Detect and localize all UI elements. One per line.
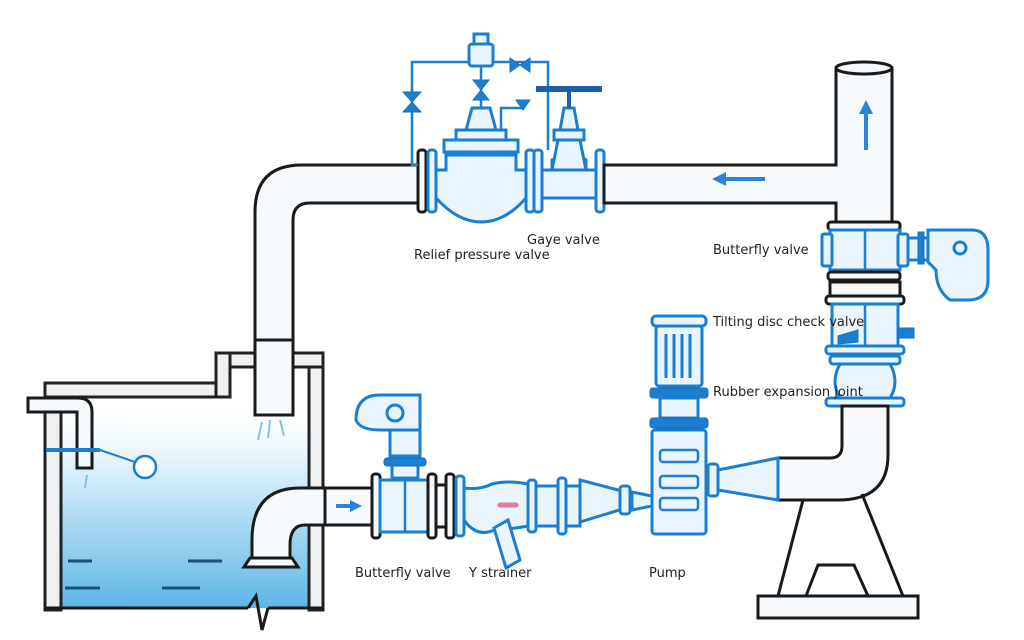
tank-lid <box>43 381 232 399</box>
diagram-shape <box>828 280 902 298</box>
diagram-shape <box>658 396 700 420</box>
strainer-leg <box>492 517 522 571</box>
diagram-shape <box>499 106 522 130</box>
diagram-shape <box>658 448 700 512</box>
diagram-shape <box>350 500 362 512</box>
diagram-shape <box>618 484 632 516</box>
outlet-butterfly-valve <box>820 220 990 302</box>
diagram-shape <box>804 563 870 597</box>
diagram-shape <box>434 153 528 224</box>
diagram-shape <box>534 484 560 528</box>
label-butterfly-valve-inlet: Butterfly valve <box>355 566 451 581</box>
diagram-shape <box>464 106 498 132</box>
diagram-shape <box>279 419 285 437</box>
diagram-shape <box>267 419 271 439</box>
diagram-shape <box>860 493 905 597</box>
inlet-butterfly-valve <box>354 393 438 540</box>
diagram-shape <box>658 496 700 512</box>
rubber-expansion-joint <box>824 354 906 408</box>
diagram-shape <box>917 231 925 265</box>
tank-left-wall <box>43 383 63 612</box>
label-tilting-disc-check-valve: Tilting disc check valve <box>712 315 864 330</box>
diagram-shape <box>716 456 780 502</box>
diagram-shape <box>630 490 654 512</box>
gate-valve <box>532 86 606 214</box>
solenoid-icon <box>467 42 495 68</box>
diagram-shape <box>824 344 906 356</box>
discharge-header-pipe <box>602 66 894 224</box>
water-splash <box>84 419 285 489</box>
suction-bell-mouth <box>241 556 301 569</box>
diagram-shape <box>658 474 700 490</box>
diagram-shape <box>649 417 709 429</box>
diagram-shape <box>519 57 531 73</box>
diagram-shape <box>952 240 968 256</box>
diagram-shape <box>410 60 472 167</box>
diagram-shape <box>509 57 521 73</box>
pump-casing <box>650 428 708 536</box>
flange <box>416 148 428 214</box>
vertical-pump <box>649 314 709 536</box>
diagram-shape <box>442 138 520 154</box>
diagram-shape <box>550 138 588 172</box>
diagram-shape <box>712 172 726 186</box>
motor <box>654 324 704 388</box>
flow-arrow-right-icon <box>336 500 362 512</box>
label-butterfly-valve-outlet: Butterfly valve <box>713 243 809 258</box>
diagram-shape <box>826 270 902 282</box>
relief-pressure-valve <box>401 32 550 224</box>
label-y-strainer: Y strainer <box>468 566 532 581</box>
tilting-disc-check-valve <box>824 280 915 356</box>
actuator-gearbox-icon <box>926 228 990 302</box>
flange <box>444 472 456 540</box>
pipe-support-stand <box>756 493 920 620</box>
riser-opening <box>834 60 894 76</box>
diagram-shape <box>776 499 805 597</box>
diagram-shape <box>837 329 859 345</box>
diagram-shape <box>558 106 580 132</box>
suction-spool <box>564 484 582 528</box>
diagram-shape <box>471 89 491 101</box>
diagram-shape <box>84 474 88 489</box>
diagram-shape <box>385 403 405 423</box>
diagram-shape <box>820 232 834 268</box>
water-level-marks <box>65 559 222 590</box>
diagram-shape <box>472 32 490 46</box>
tank-right-wall <box>307 353 325 612</box>
label-rubber-expansion-joint: Rubber expansion joint <box>713 385 863 400</box>
diagram-shape <box>897 327 915 339</box>
label-pump: Pump <box>649 566 686 581</box>
return-pipe <box>253 163 420 342</box>
diagram-shape <box>383 457 427 467</box>
tank-lid-step <box>214 351 232 399</box>
diagram-shape <box>756 594 920 620</box>
flow-arrow-up-icon <box>859 100 873 150</box>
label-gaye-valve: Gaye valve <box>527 233 600 248</box>
diagram-shape <box>401 101 423 113</box>
diagram-shape <box>388 428 422 458</box>
diagram-shape <box>515 99 531 111</box>
diagram-shape <box>664 334 692 378</box>
pump-outlet-reducer <box>700 456 780 502</box>
flow-arrow-left-icon <box>712 172 765 186</box>
diagram-shape <box>658 448 700 464</box>
water-tank <box>26 328 342 631</box>
tank-break-mark <box>246 592 270 631</box>
diagram-shape <box>471 79 491 91</box>
float-rod <box>99 449 136 463</box>
diagram-shape <box>859 100 873 114</box>
float-ball-icon <box>132 454 158 480</box>
diagram-shape <box>462 480 530 534</box>
return-pipe-outlet <box>253 328 295 417</box>
diagram-shape <box>257 421 263 441</box>
y-strainer <box>454 474 568 571</box>
pump-inlet-reducer <box>578 478 654 525</box>
label-relief-pressure-valve: Relief pressure valve <box>414 248 550 263</box>
diagram-shape <box>401 91 423 103</box>
discharge-elbow <box>776 404 890 502</box>
